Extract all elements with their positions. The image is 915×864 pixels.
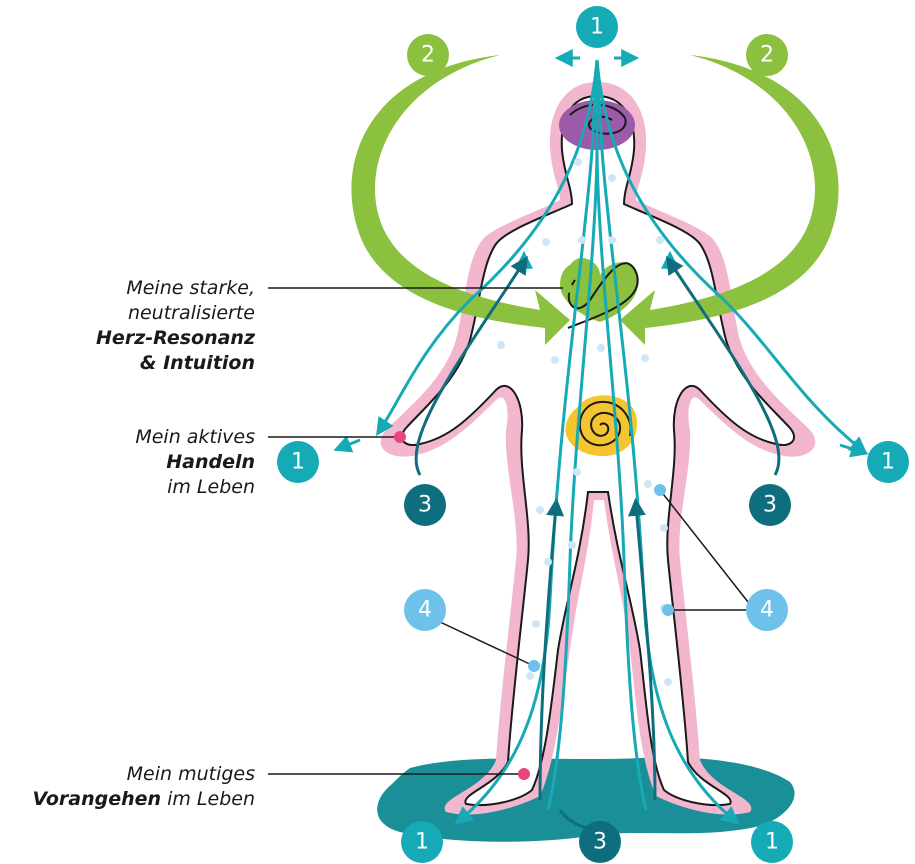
badge-foot-center-number: 3 <box>593 830 607 855</box>
action-label-line2: Handeln <box>135 450 255 475</box>
badge-leg-right: 4 <box>746 589 788 631</box>
badge-hand-right-number: 1 <box>881 450 895 475</box>
courage-label-line2: Vorangehen im Leben <box>33 787 255 812</box>
action-label-emphasis: Handeln <box>166 451 255 473</box>
badge-hand-left-number: 1 <box>291 450 305 475</box>
courage-label: Mein mutiges Vorangehen im Leben <box>33 762 255 812</box>
accent-dot-foot <box>518 768 530 780</box>
badge-hip-left: 3 <box>404 484 446 526</box>
badge-hand-right: 1 <box>867 441 909 483</box>
badge-top: 1 <box>576 6 618 48</box>
badge-top-number: 1 <box>590 15 604 40</box>
badge-foot-left: 1 <box>401 821 443 863</box>
accent-dot-heart <box>563 283 573 293</box>
badge-hand-left: 1 <box>277 441 319 483</box>
action-label: Mein aktives Handeln im Leben <box>135 425 255 500</box>
badge-foot-center: 3 <box>579 821 621 863</box>
heart-label-line4: & Intuition <box>96 351 255 376</box>
badge-top-left: 2 <box>407 34 449 76</box>
blue-dot-leg-left <box>528 660 540 672</box>
badge-foot-right-number: 1 <box>765 830 779 855</box>
badge-top-right-number: 2 <box>760 43 774 68</box>
action-label-line3: im Leben <box>135 475 255 500</box>
heart-label-line2: neutralisierte <box>96 301 255 326</box>
badge-leg-left-number: 4 <box>418 598 432 623</box>
heart-label-line3: Herz-Resonanz <box>96 326 255 351</box>
action-label-line1: Mein aktives <box>135 425 255 450</box>
heart-label-emphasis-2: & Intuition <box>140 352 255 374</box>
accent-dot-hand <box>394 431 406 443</box>
heart-label-line1: Meine starke, <box>96 276 255 301</box>
badge-hip-left-number: 3 <box>418 493 432 518</box>
heart-label-emphasis: Herz-Resonanz <box>96 327 255 349</box>
blue-dot-hip-right <box>654 484 666 496</box>
badge-top-left-number: 2 <box>421 43 435 68</box>
badge-hip-right: 3 <box>749 484 791 526</box>
blue-dot-leg-right <box>662 604 674 616</box>
badge-hip-right-number: 3 <box>763 493 777 518</box>
heart-label: Meine starke, neutralisierte Herz-Resona… <box>96 276 255 376</box>
courage-label-rest: im Leben <box>161 788 255 810</box>
courage-label-emphasis: Vorangehen <box>33 788 162 810</box>
badge-foot-left-number: 1 <box>415 830 429 855</box>
badge-top-right: 2 <box>746 34 788 76</box>
badge-foot-right: 1 <box>751 821 793 863</box>
badge-leg-left: 4 <box>404 589 446 631</box>
courage-label-line1: Mein mutiges <box>33 762 255 787</box>
badge-leg-right-number: 4 <box>760 598 774 623</box>
